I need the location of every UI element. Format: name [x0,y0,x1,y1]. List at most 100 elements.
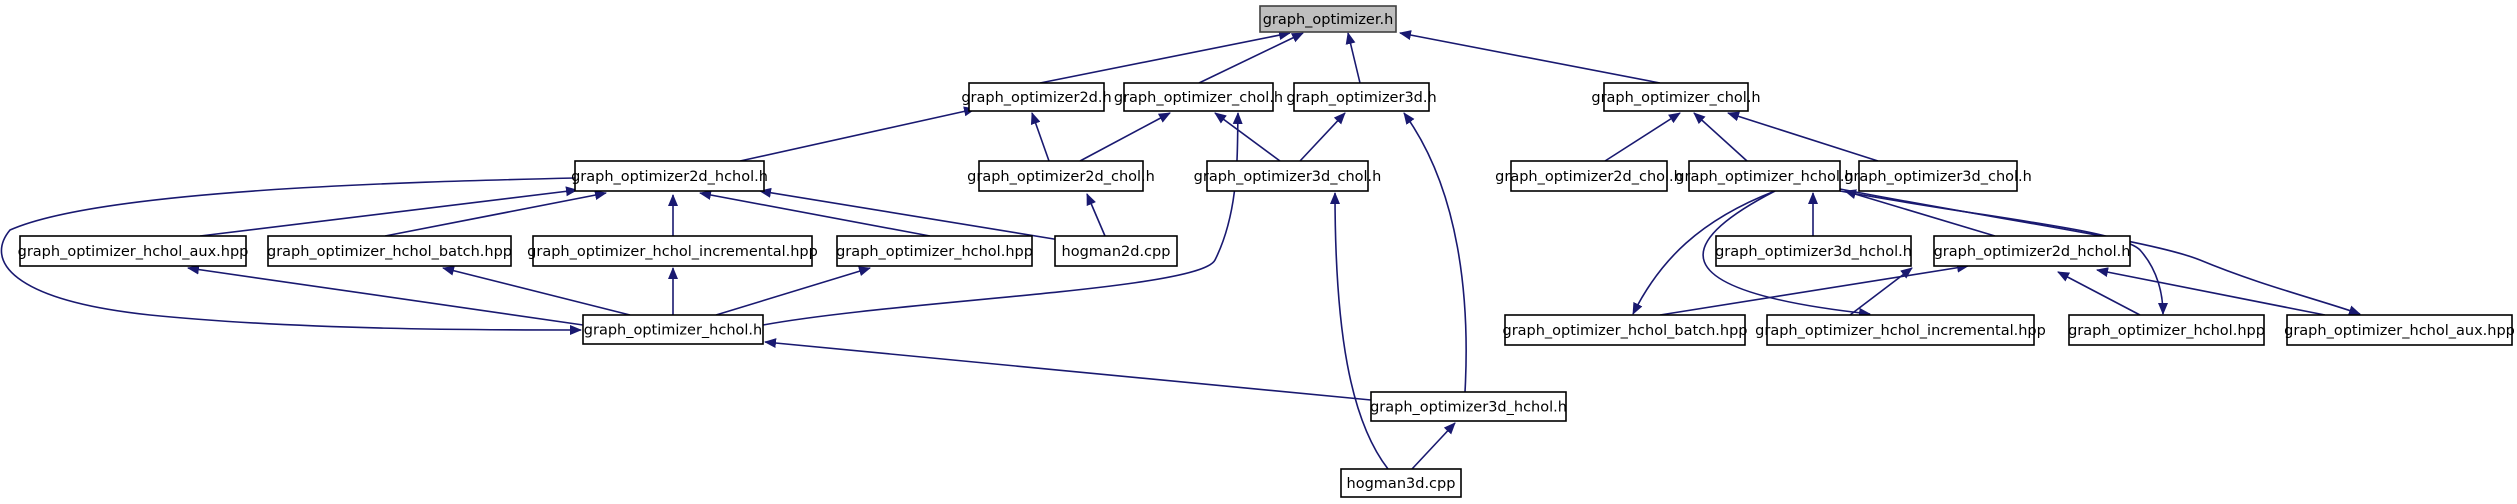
edge-hpp_l-to-go2dhchol_l [699,190,931,237]
node-label: graph_optimizer3d_chol.h [1194,169,1382,185]
edge-gochol_l-to-root [1198,32,1304,84]
node-go3d[interactable]: graph_optimizer3d.h [1286,82,1437,112]
node-label: graph_optimizer_hchol.hpp [2068,323,2265,339]
node-go2dhchol_r[interactable]: graph_optimizer2d_hchol.h [1933,235,2131,267]
node-box [267,235,512,267]
node-box [2068,314,2265,346]
node-gochol_r[interactable]: graph_optimizer_chol.h [1591,82,1761,112]
edge-batch_r-to-go2dhchol_r [1659,262,1969,316]
node-hpp_l[interactable]: graph_optimizer_hchol.hpp [836,235,1033,267]
node-incr_l[interactable]: graph_optimizer_hchol_incremental.hpp [527,235,818,267]
edge-batch_l-to-go2dhchol_l [384,190,607,237]
node-go3dhchol_r[interactable]: graph_optimizer3d_hchol.h [1715,235,1912,267]
edge-hog3d-to-go3dchol_l [1330,192,1389,470]
node-label: graph_optimizer3d_hchol.h [1715,244,1912,260]
node-box [1370,391,1567,422]
node-go3dchol_r[interactable]: graph_optimizer3d_chol.h [1844,160,2032,192]
node-label: graph_optimizer2d_chol.h [967,169,1155,185]
node-label: hogman3d.cpp [1347,476,1456,492]
node-box [1293,82,1430,112]
node-box [1206,160,1369,192]
node-box [1766,314,2035,346]
node-go3dchol_l[interactable]: graph_optimizer3d_chol.h [1194,160,1382,192]
node-gochol_l[interactable]: graph_optimizer_chol.h [1114,82,1283,112]
node-box [1340,468,1462,498]
node-box [1054,235,1178,267]
node-box [1123,82,1274,112]
edge-gohchol_l-to-aux_l [187,264,584,326]
edge-go2dhchol_l-to-go2d [739,106,976,162]
node-label: graph_optimizer_hchol_batch.hpp [1502,323,1747,339]
edge-go3dhchol_m-to-gohchol_l [764,338,1372,401]
node-gohchol_l[interactable]: graph_optimizer_hchol.h [582,314,764,345]
node-box [1933,235,2131,267]
node-label: graph_optimizer2d_chol.h [1495,169,1683,185]
edge-go3dchol_l-to-gochol_l [1214,112,1281,162]
node-label: graph_optimizer_chol.h [1591,90,1760,106]
edge-go2dchol_l-to-gochol_l [1079,112,1171,162]
node-go2dhchol_l[interactable]: graph_optimizer2d_hchol.h [571,160,768,192]
node-hog2d[interactable]: hogman2d.cpp [1054,235,1178,267]
node-label: graph_optimizer_hchol_aux.hpp [18,244,249,260]
edges-layer [0,30,2361,470]
edge-go3dchol_l-to-go3d [1299,112,1346,162]
node-hpp_r[interactable]: graph_optimizer_hchol.hpp [2068,314,2265,346]
node-box [2286,314,2513,346]
edge-hog2d-to-go2dhchol_l [759,187,1061,241]
node-label: graph_optimizer3d_chol.h [1844,169,2032,185]
node-label: graph_optimizer2d.h [961,90,1111,106]
node-aux_r[interactable]: graph_optimizer_hchol_aux.hpp [2284,314,2515,346]
node-go2d[interactable]: graph_optimizer2d.h [961,82,1112,112]
node-box [978,160,1144,192]
edge-hog3d-to-go3dhchol_m [1411,422,1456,470]
node-label: graph_optimizer_hchol_incremental.hpp [527,244,818,260]
node-box [1715,235,1912,267]
node-label: graph_optimizer3d.h [1286,90,1436,106]
node-box [1603,82,1749,112]
node-batch_l[interactable]: graph_optimizer_hchol_batch.hpp [267,235,512,267]
node-label: graph_optimizer_hchol.hpp [836,244,1033,260]
node-aux_l[interactable]: graph_optimizer_hchol_aux.hpp [18,235,249,267]
edge-gohchol_r-to-aux_r [1839,188,2361,316]
node-label: graph_optimizer3d_hchol.h [1370,400,1567,416]
edge-go3dchol_r-to-gochol_r [1727,111,1879,162]
node-box [19,235,247,267]
node-go2dchol_r[interactable]: graph_optimizer2d_chol.h [1495,160,1683,192]
edge-go2d-to-root [1039,30,1291,84]
edge-gohchol_r-to-incr_r [1702,190,1871,318]
edge-go2dchol_l-to-go2d [1030,112,1050,162]
node-go2dchol_l[interactable]: graph_optimizer2d_chol.h [967,160,1155,192]
edge-go3d-to-root [1345,32,1361,84]
node-label: graph_optimizer_hchol_incremental.hpp [1755,323,2046,339]
node-go3dhchol_m[interactable]: graph_optimizer3d_hchol.h [1370,391,1567,422]
node-box [1858,160,2018,192]
edge-gohchol_r-to-batch_r [1632,190,1776,315]
node-label: graph_optimizer_hchol.h [1675,169,1853,185]
edge-aux_l-to-go2dhchol_l [199,186,578,237]
node-label: hogman2d.cpp [1062,244,1171,260]
edge-go2dchol_r-to-gochol_r [1604,112,1681,162]
node-box [1504,314,1746,346]
node-batch_r[interactable]: graph_optimizer_hchol_batch.hpp [1502,314,1748,346]
node-root[interactable]: graph_optimizer.h [1259,5,1397,33]
node-box [532,235,813,267]
node-label: graph_optimizer_hchol.h [584,323,762,339]
node-label: graph_optimizer_hchol_batch.hpp [267,244,512,260]
node-incr_r[interactable]: graph_optimizer_hchol_incremental.hpp [1755,314,2046,346]
edge-gohchol_r-to-gochol_r [1693,112,1748,162]
node-label: graph_optimizer_hchol_aux.hpp [2284,323,2515,339]
edge-gochol_r-to-root [1399,30,1661,84]
node-box [1510,160,1668,192]
node-gohchol_r[interactable]: graph_optimizer_hchol.h [1675,160,1854,192]
node-label: graph_optimizer2d_hchol.h [1934,244,2131,260]
edge-gohchol_l-to-hpp_l [715,266,871,316]
edge-hog2d-to-go2dchol_l [1086,193,1106,237]
edge-go2dhchol_r-to-gohchol_r [1844,189,1996,237]
node-box [574,160,765,192]
node-label: graph_optimizer2d_hchol.h [571,169,768,185]
edge-gohchol_l-to-gochol_l [762,112,1243,326]
node-hog3d[interactable]: hogman3d.cpp [1340,468,1462,498]
edge-incr_r-to-go2dhchol_r [1849,267,1913,316]
